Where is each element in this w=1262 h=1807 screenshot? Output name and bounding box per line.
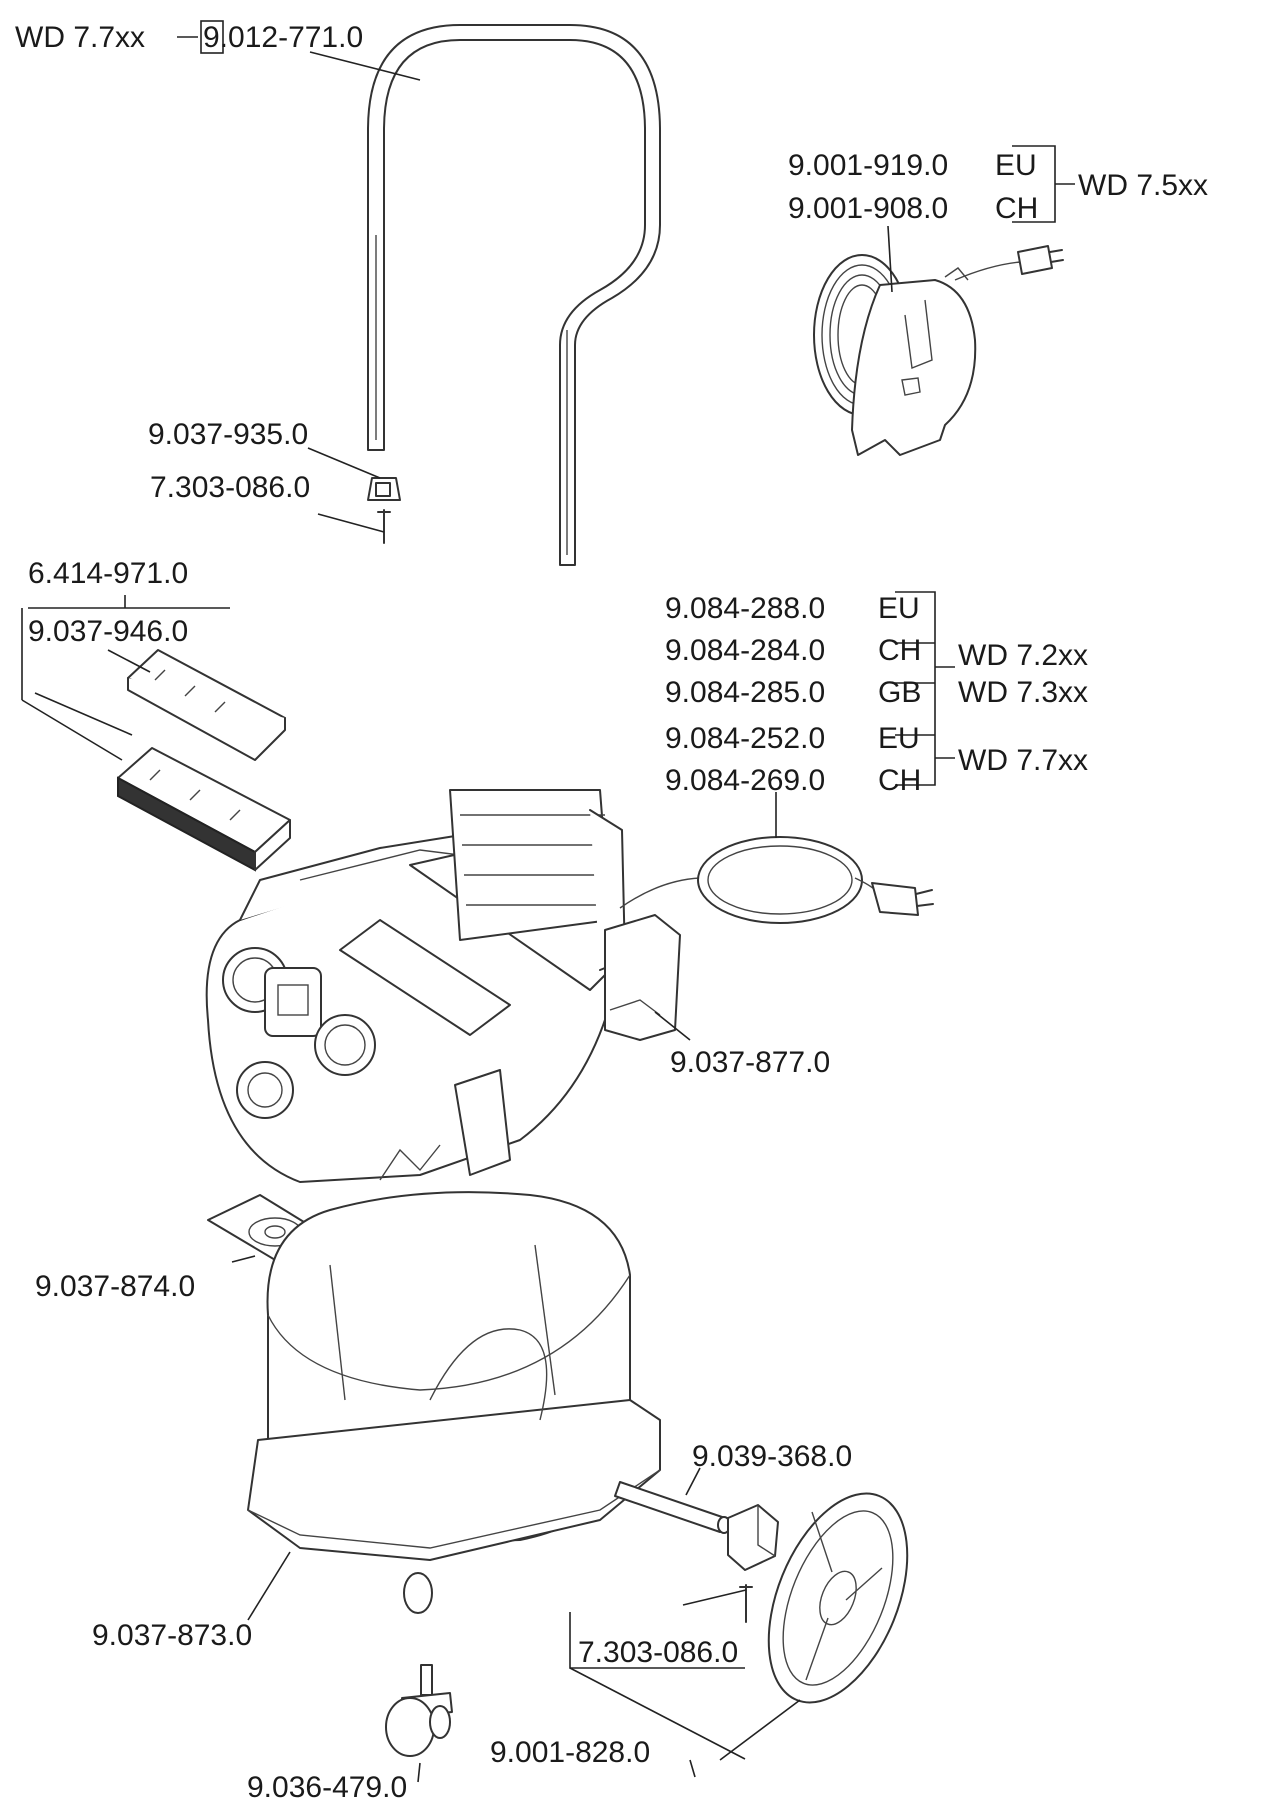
label-wheel: 9.001-828.0 <box>490 1736 650 1769</box>
label-cord-a-ch: 9.084-284.0 <box>665 634 825 667</box>
castor-wheel <box>385 1664 453 1757</box>
label-reel-eu-code: EU <box>995 149 1037 182</box>
label-reel-eu: 9.001-919.0 <box>788 149 948 182</box>
label-gasket-plate: 9.037-874.0 <box>35 1270 195 1303</box>
label-cord-a-gb-code: GB <box>878 676 921 709</box>
rear-wheel <box>767 1492 909 1704</box>
filter-holder <box>127 649 286 761</box>
flat-pleated-filter <box>117 747 291 872</box>
label-tank: 9.037-873.0 <box>92 1619 252 1652</box>
wheel-axle <box>614 1481 731 1534</box>
label-cord-a-model2: WD 7.3xx <box>958 676 1088 709</box>
label-cord-b-eu-code: EU <box>878 722 920 755</box>
label-cord-a-eu-code: EU <box>878 592 920 625</box>
handle-screw <box>377 509 391 544</box>
side-cover <box>604 914 681 1041</box>
label-filter-holder: 9.037-946.0 <box>28 615 188 648</box>
label-reel-ch: 9.001-908.0 <box>788 192 948 225</box>
label-handle-part: 9.012-771.0 <box>203 21 363 54</box>
label-handle-screw: 7.303-086.0 <box>150 471 310 504</box>
label-cord-a-gb: 9.084-285.0 <box>665 676 825 709</box>
wheel-screw <box>739 1584 753 1623</box>
push-handle <box>367 24 661 566</box>
part-labels: WD 7.7xx 9.012-771.0 9.001-919.0 EU 9.00… <box>15 21 1208 1804</box>
power-cord <box>619 836 934 924</box>
label-reel-model: WD 7.5xx <box>1078 169 1208 202</box>
cable-reel <box>813 245 1064 456</box>
label-cord-a-ch-code: CH <box>878 634 921 667</box>
axle-holder <box>727 1504 779 1571</box>
label-cord-a-eu: 9.084-288.0 <box>665 592 825 625</box>
label-cord-b-model: WD 7.7xx <box>958 744 1088 777</box>
label-castor: 9.036-479.0 <box>247 1771 407 1804</box>
label-filter-main: 6.414-971.0 <box>28 557 188 590</box>
label-cord-a-model1: WD 7.2xx <box>958 639 1088 672</box>
label-cord-b-eu: 9.084-252.0 <box>665 722 825 755</box>
label-axle: 9.039-368.0 <box>692 1440 852 1473</box>
leader-lines <box>21 20 1075 1783</box>
label-side-cover: 9.037-877.0 <box>670 1046 830 1079</box>
label-handle-cap: 9.037-935.0 <box>148 418 308 451</box>
label-wheel-screw: 7.303-086.0 <box>578 1636 738 1669</box>
label-reel-ch-code: CH <box>995 192 1038 225</box>
motor-head <box>205 789 626 1183</box>
handle-cap <box>367 477 401 501</box>
dirt-tank <box>247 1191 661 1614</box>
label-handle-model: WD 7.7xx <box>15 21 145 54</box>
label-cord-b-ch: 9.084-269.0 <box>665 764 825 797</box>
label-cord-b-ch-code: CH <box>878 764 921 797</box>
